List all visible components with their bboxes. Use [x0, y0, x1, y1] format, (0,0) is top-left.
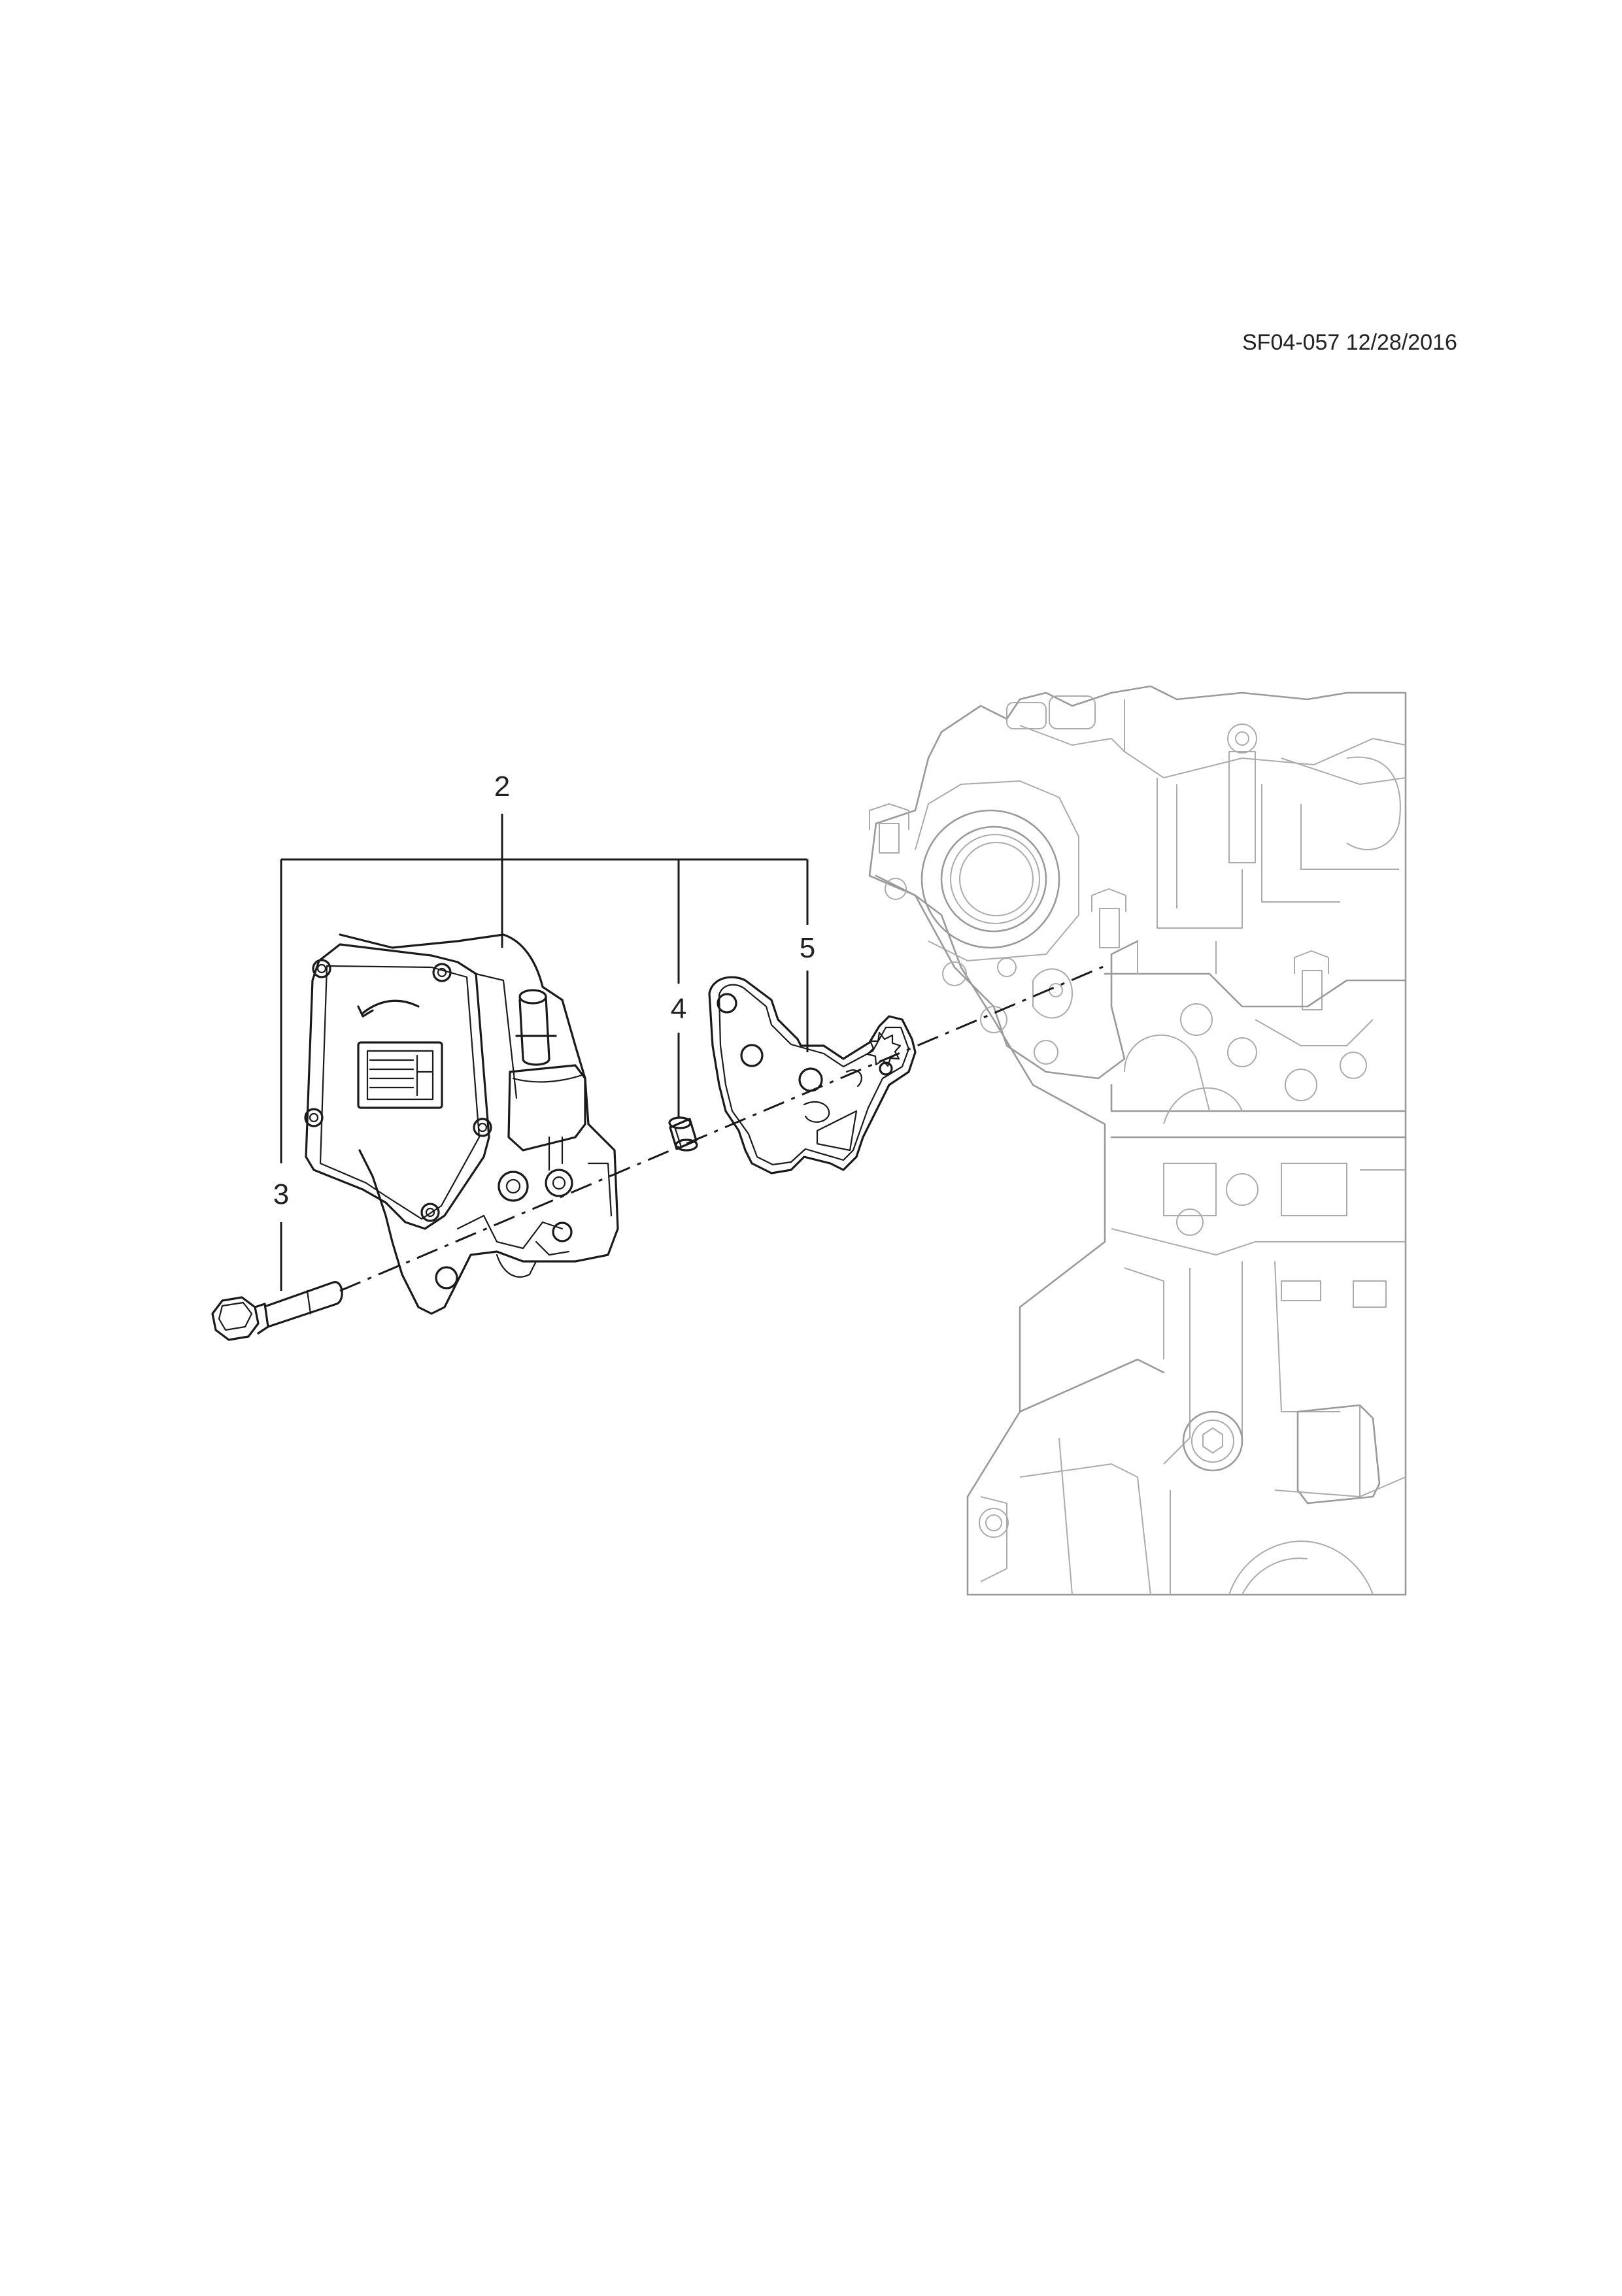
callout-leader-lines: [280, 814, 809, 1291]
engine-block: [868, 685, 1407, 1596]
vacuum-pump: [304, 933, 619, 1315]
callout-5: 5: [800, 932, 815, 964]
sleeve-bushing: [668, 1116, 698, 1152]
callout-4: 4: [671, 993, 686, 1025]
callout-2: 2: [494, 771, 510, 803]
gasket: [708, 976, 917, 1174]
callout-3: 3: [273, 1178, 289, 1210]
assembly-axis-line: [339, 965, 1106, 1292]
mounting-bolt: [211, 1281, 343, 1341]
document-code: SF04-057 12/28/2016: [1242, 330, 1457, 355]
